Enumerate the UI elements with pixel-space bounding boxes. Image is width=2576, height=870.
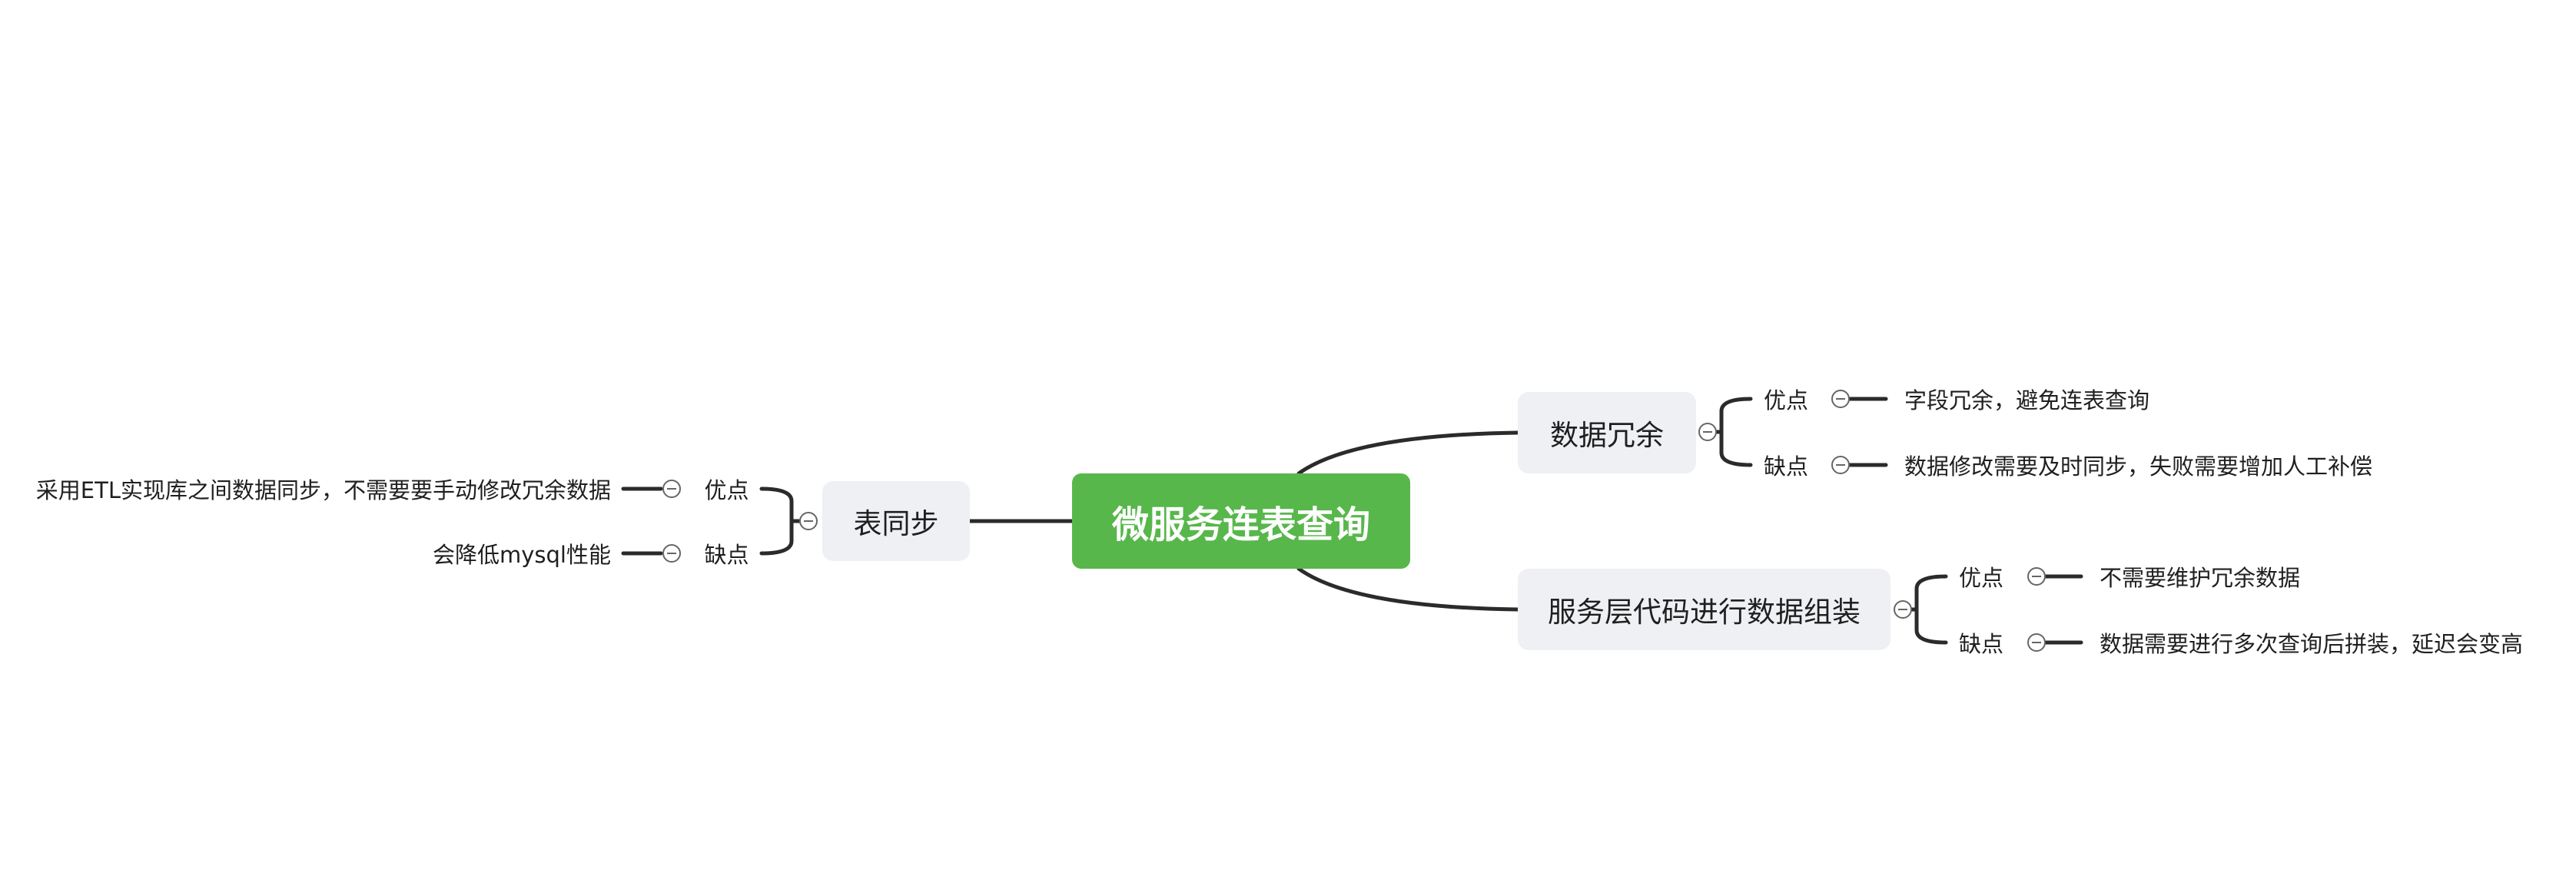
topic-service-assembly[interactable]: 服务层代码进行数据组装: [1518, 569, 1891, 650]
subtopic-service-assembly-cons[interactable]: 缺点: [1946, 627, 2017, 658]
subtopic-data-redundancy-pros-label: 优点: [1763, 387, 1808, 413]
subtopic-table-sync-cons-label: 缺点: [704, 542, 749, 568]
connector-central-to-data-redundancy: [1296, 430, 1520, 476]
leaf-data-redundancy-cons-detail[interactable]: 数据修改需要及时同步，失败需要增加人工补偿: [1904, 450, 2535, 480]
subtopic-data-redundancy-cons-label: 缺点: [1763, 453, 1808, 480]
topic-table-sync[interactable]: 表同步: [822, 481, 970, 561]
collapse-circle-minus-icon[interactable]: [799, 512, 818, 530]
bracket-service-assembly: [1914, 574, 1948, 645]
collapse-circle-minus-icon[interactable]: [2027, 567, 2046, 586]
subtopic-table-sync-pros[interactable]: 优点: [692, 473, 762, 504]
bracket-table-sync: [759, 486, 794, 556]
leaf-service-assembly-pros-detail[interactable]: 不需要维护冗余数据: [2100, 561, 2561, 592]
central-topic[interactable]: 微服务连表查询: [1072, 473, 1410, 569]
topic-data-redundancy[interactable]: 数据冗余: [1518, 392, 1696, 473]
collapse-circle-minus-icon[interactable]: [1894, 600, 1912, 619]
collapse-circle-minus-icon[interactable]: [662, 480, 681, 498]
subtopic-service-assembly-pros[interactable]: 优点: [1946, 561, 2017, 592]
topic-service-assembly-label: 服务层代码进行数据组装: [1548, 596, 1861, 629]
subtopic-data-redundancy-cons[interactable]: 缺点: [1751, 450, 1821, 480]
leaf-data-redundancy-pros-detail-text: 字段冗余，避免连表查询: [1904, 387, 2150, 413]
leaf-table-sync-cons-detail-text: 会降低mysql性能: [433, 542, 611, 568]
collapse-circle-minus-icon[interactable]: [1698, 423, 1717, 441]
central-topic-label: 微服务连表查询: [1111, 503, 1370, 546]
leaf-data-redundancy-pros-detail[interactable]: 字段冗余，避免连表查询: [1904, 384, 2535, 414]
subtopic-table-sync-pros-label: 优点: [704, 477, 749, 503]
collapse-circle-minus-icon[interactable]: [1831, 456, 1850, 474]
collapse-circle-minus-icon[interactable]: [2027, 633, 2046, 652]
subtopic-table-sync-cons[interactable]: 缺点: [692, 538, 762, 569]
leaf-table-sync-pros-detail[interactable]: 采用ETL实现库之间数据同步，不需要要手动修改冗余数据: [15, 473, 611, 504]
collapse-circle-minus-icon[interactable]: [1831, 390, 1850, 408]
leaf-table-sync-pros-detail-text: 采用ETL实现库之间数据同步，不需要要手动修改冗余数据: [35, 477, 611, 503]
leaf-table-sync-cons-detail[interactable]: 会降低mysql性能: [15, 538, 611, 569]
subtopic-service-assembly-pros-label: 优点: [1958, 565, 2003, 591]
leaf-data-redundancy-cons-detail-text: 数据修改需要及时同步，失败需要增加人工补偿: [1904, 453, 2373, 480]
subtopic-service-assembly-cons-label: 缺点: [1958, 631, 2003, 657]
leaf-service-assembly-cons-detail[interactable]: 数据需要进行多次查询后拼装，延迟会变高: [2100, 627, 2561, 658]
connector-central-to-service-assembly: [1296, 566, 1520, 612]
collapse-circle-minus-icon[interactable]: [662, 544, 681, 563]
subtopic-data-redundancy-pros[interactable]: 优点: [1751, 384, 1821, 414]
leaf-service-assembly-pros-detail-text: 不需要维护冗余数据: [2100, 565, 2301, 591]
bracket-data-redundancy: [1719, 397, 1753, 467]
topic-data-redundancy-label: 数据冗余: [1550, 419, 1664, 452]
topic-table-sync-label: 表同步: [853, 507, 939, 540]
leaf-service-assembly-cons-detail-text: 数据需要进行多次查询后拼装，延迟会变高: [2100, 631, 2524, 657]
